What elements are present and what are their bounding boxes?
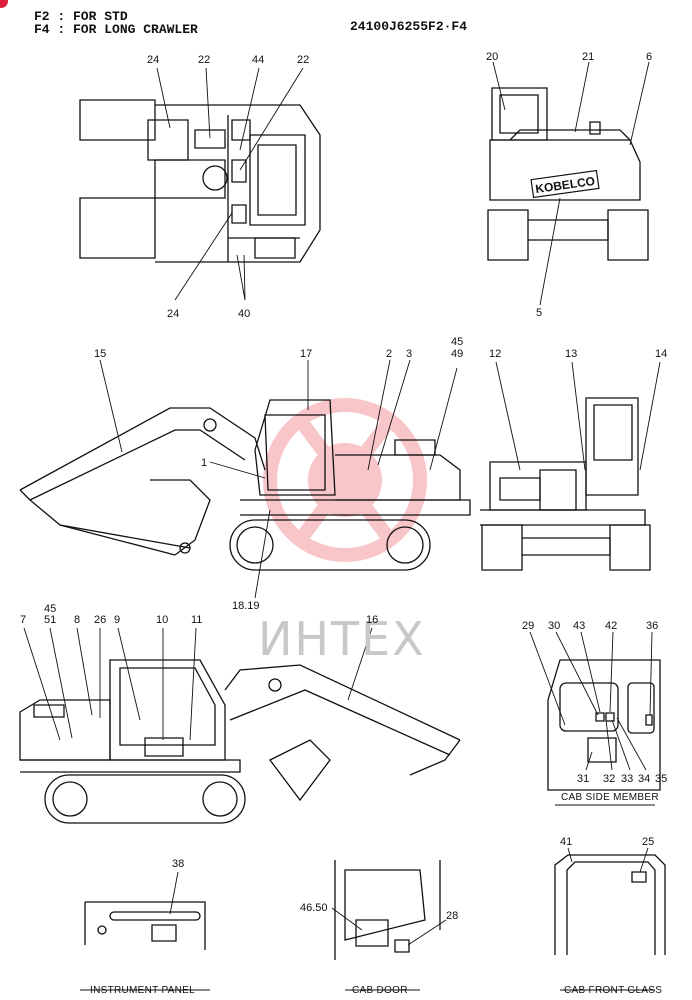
callout-20: 20 [486,51,499,63]
callout-17: 17 [300,348,313,360]
callout-6: 6 [646,51,653,63]
callout-49: 49 [451,348,464,360]
part-number: 24100J6255F2·F4 [350,19,468,34]
caption-cab-side-member: CAB SIDE MEMBER [561,792,659,803]
callout-28: 28 [446,910,459,922]
callout-25: 25 [642,836,655,848]
caption-cab-front-glass: CAB FRONT GLASS [564,985,663,996]
callout-43: 43 [573,620,586,632]
right-side-leaders [24,628,372,740]
callout-24-top: 24 [147,54,160,66]
callout-22-right: 22 [297,54,310,66]
callout-12: 12 [489,348,502,360]
callout-7: 7 [20,614,27,626]
callout-10: 10 [156,614,169,626]
watermark-emblem [270,405,420,555]
callout-31: 31 [577,773,590,785]
cab-door-leaders [332,908,446,945]
callout-45-right: 45 [44,603,57,615]
callout-44: 44 [252,54,265,66]
callout-41: 41 [560,836,573,848]
callout-15: 15 [94,348,107,360]
rear-view-leaders [493,62,649,305]
instrument-panel [85,902,205,950]
right-side-view [20,660,460,823]
callout-34: 34 [638,773,651,785]
callout-51: 51 [44,614,57,626]
rear-view [488,88,648,260]
callout-18-19: 18.19 [232,600,260,612]
header-line-std: F2 : FOR STD [34,9,128,24]
callout-24-bottom: 24 [167,308,180,320]
callout-46-50: 46.50 [300,902,328,914]
callout-1: 1 [201,457,208,469]
callout-35: 35 [655,773,668,785]
callout-26: 26 [94,614,107,626]
callout-22-left: 22 [198,54,211,66]
callout-38: 38 [172,858,185,870]
cab-front-glass [555,855,665,955]
left-side-leaders [100,360,457,598]
cab-side-member [548,660,660,790]
callout-32: 32 [603,773,616,785]
callout-5: 5 [536,307,543,319]
cab-door [335,860,440,960]
callout-3: 3 [406,348,413,360]
caption-instrument-panel: INSTRUMENT PANEL [90,985,195,996]
cab-side-leaders [530,632,652,770]
kobelco-logo: KOBELCO [531,170,599,197]
callout-11: 11 [191,614,203,626]
front-view [480,398,650,570]
watermark-text: ИНТЕХ [258,612,426,666]
callout-30: 30 [548,620,561,632]
caption-cab-door: CAB DOOR [352,985,408,996]
instrument-leader [170,872,178,914]
callout-40: 40 [238,308,251,320]
header-line-long-crawler: F4 : FOR LONG CRAWLER [34,22,198,37]
cab-front-glass-leaders [568,848,648,872]
top-plan-view [80,100,320,262]
front-view-leaders [496,362,660,470]
callout-16: 16 [366,614,379,626]
callout-9: 9 [114,614,121,626]
callout-29: 29 [522,620,535,632]
top-plan-leaders [157,68,303,300]
callout-36: 36 [646,620,659,632]
left-side-view [20,400,470,570]
callout-21: 21 [582,51,595,63]
callout-14: 14 [655,348,668,360]
callout-42: 42 [605,620,618,632]
callout-45-left: 45 [451,336,464,348]
callout-2: 2 [386,348,393,360]
corner-marker [0,0,8,8]
callout-33: 33 [621,773,634,785]
callout-13: 13 [565,348,578,360]
callout-8: 8 [74,614,81,626]
